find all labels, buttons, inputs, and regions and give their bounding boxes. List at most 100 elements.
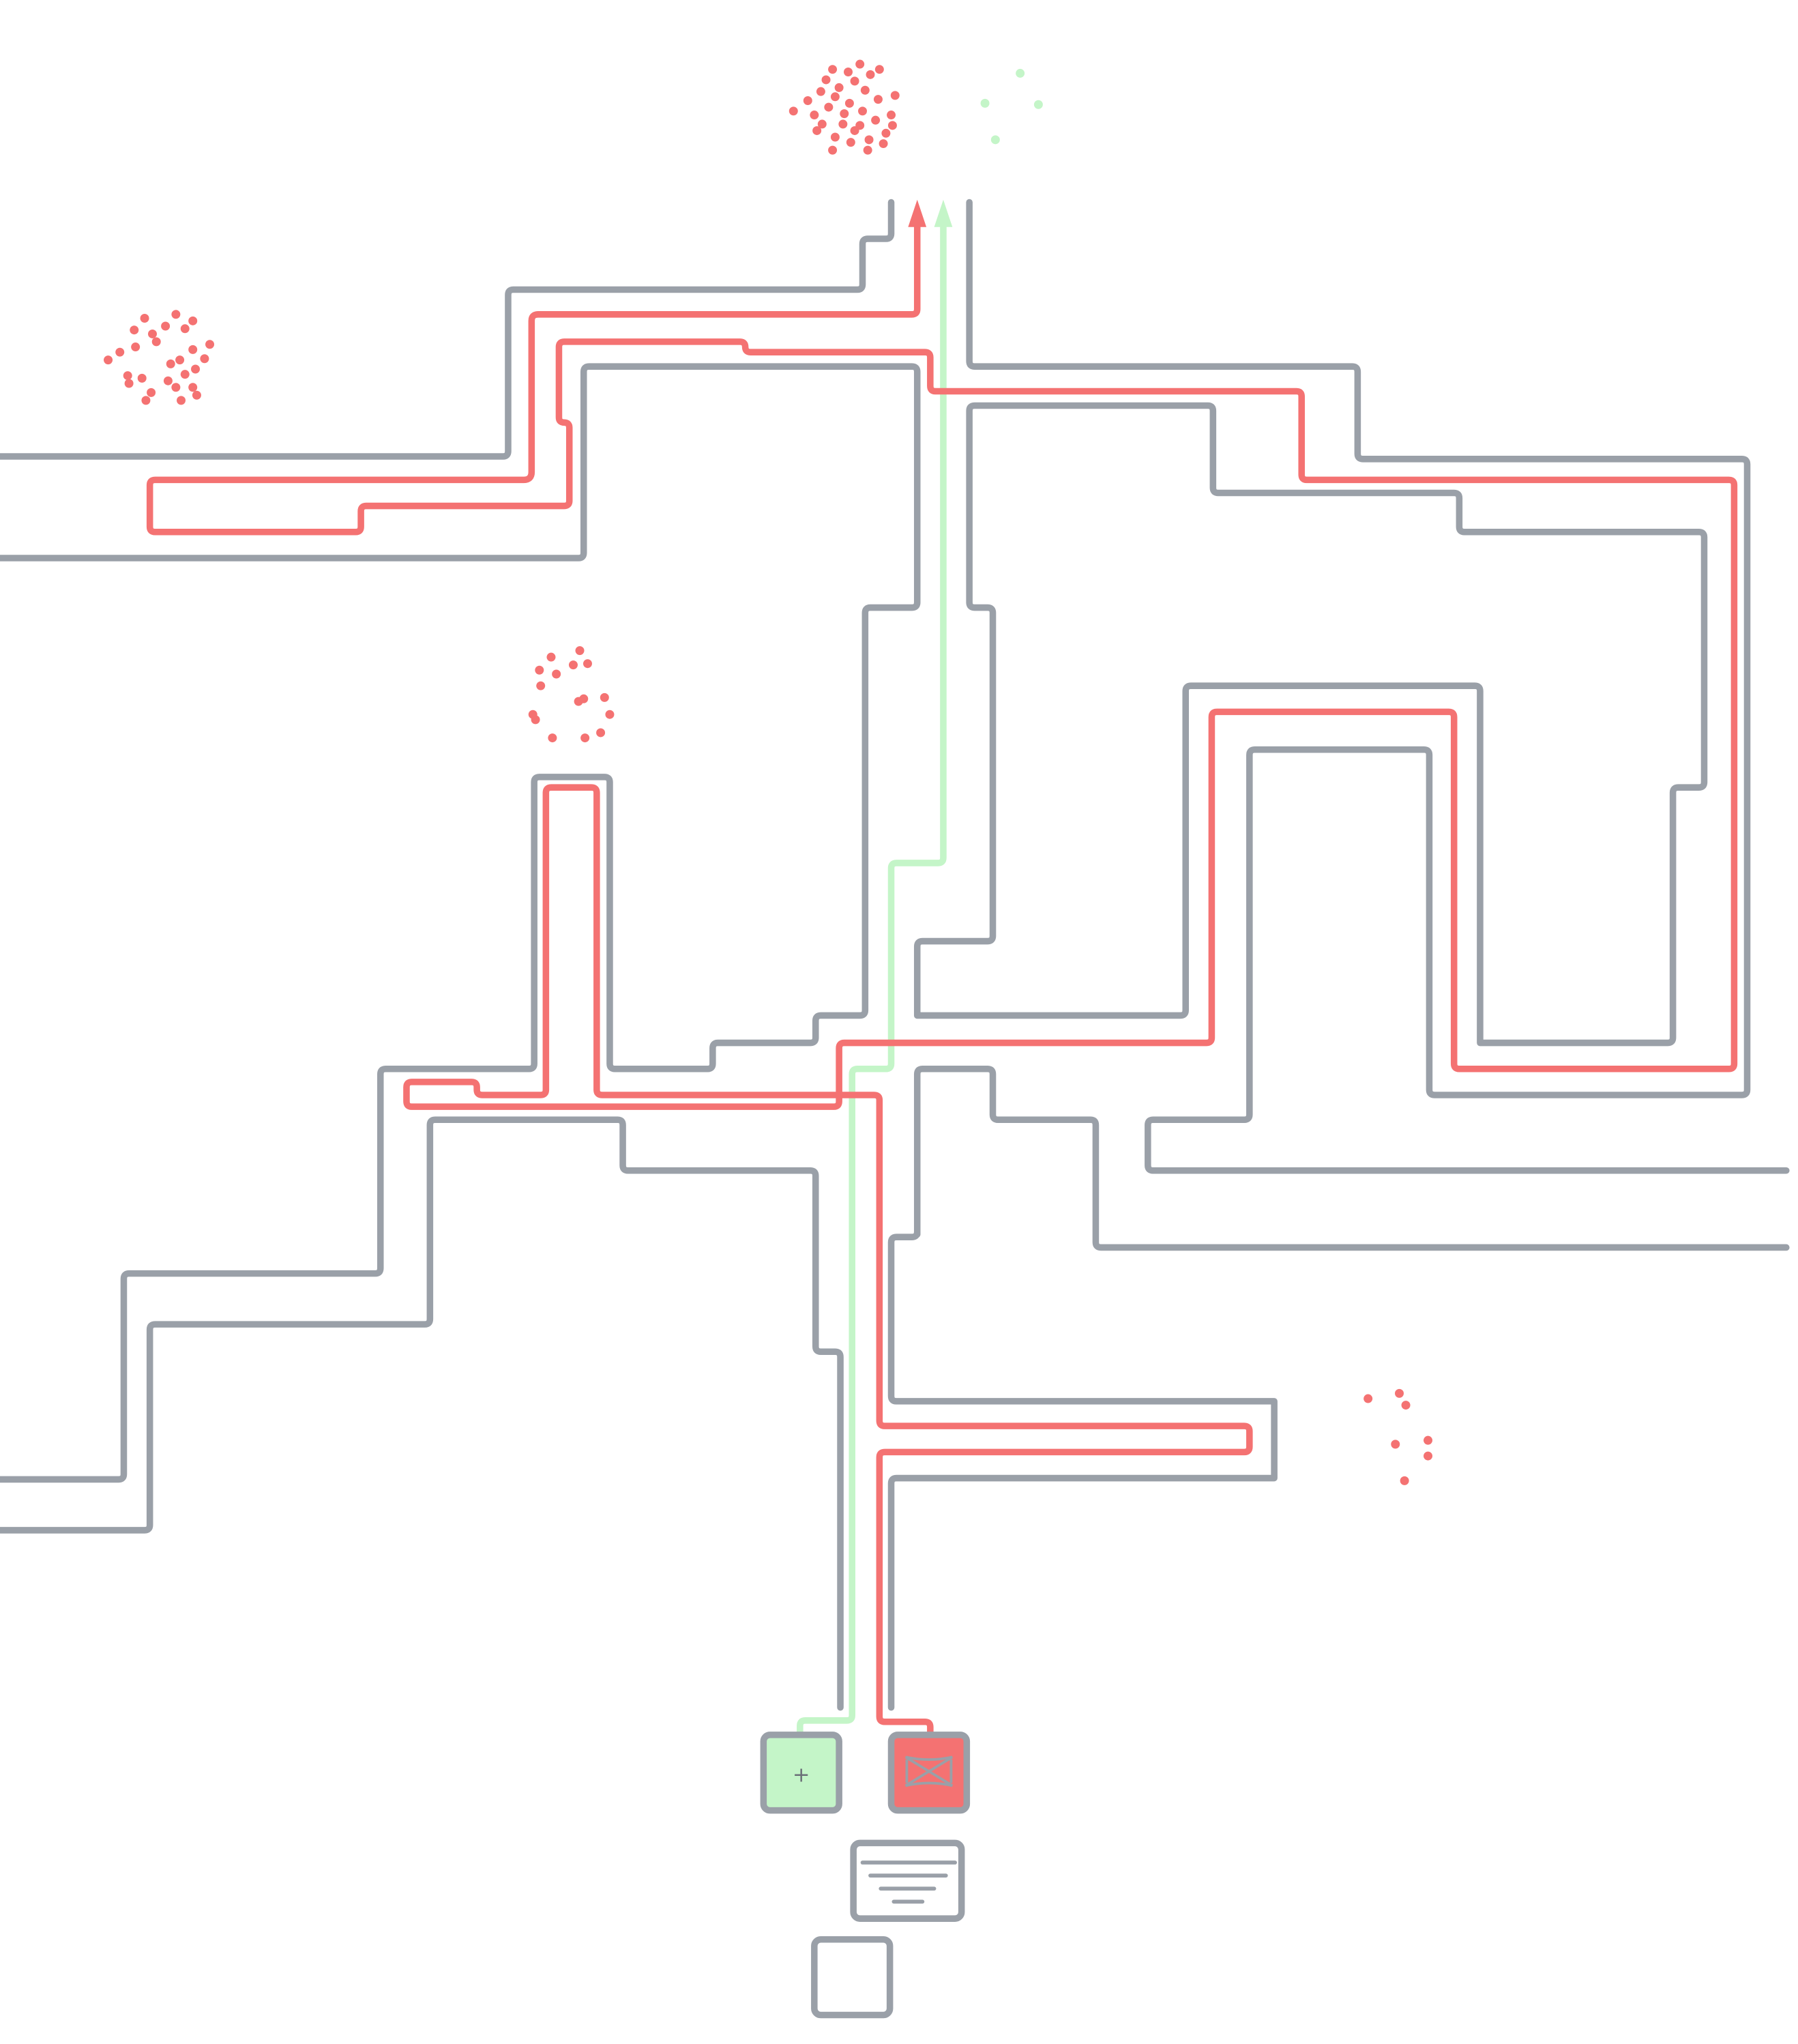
dot bbox=[568, 660, 578, 670]
wall-segment bbox=[913, 402, 1708, 1047]
dot bbox=[810, 111, 819, 120]
dot bbox=[596, 728, 606, 738]
dot bbox=[1033, 100, 1043, 109]
add-green-button[interactable]: + bbox=[760, 1732, 842, 1814]
dot bbox=[1364, 1394, 1373, 1403]
red-action-button[interactable] bbox=[887, 1732, 971, 1814]
dot bbox=[812, 126, 822, 135]
dot bbox=[552, 669, 561, 679]
dot bbox=[180, 370, 190, 379]
route-paths bbox=[146, 218, 1738, 1736]
red-arrowhead bbox=[908, 199, 927, 227]
green-dot-cluster-goal bbox=[980, 68, 1043, 145]
wall-segment bbox=[913, 1065, 1790, 1251]
dot bbox=[583, 659, 592, 669]
dot bbox=[131, 342, 141, 352]
dot bbox=[130, 325, 139, 335]
dot bbox=[123, 371, 132, 381]
dot bbox=[163, 376, 173, 385]
dot bbox=[850, 126, 859, 135]
dot bbox=[1401, 1401, 1411, 1410]
dot bbox=[828, 145, 838, 155]
dot bbox=[874, 65, 884, 74]
wall-segment bbox=[966, 199, 1790, 1174]
dot bbox=[1400, 1476, 1409, 1485]
wall-segment bbox=[0, 363, 921, 1483]
dot bbox=[180, 324, 190, 334]
dot bbox=[1391, 1440, 1400, 1449]
dot bbox=[192, 390, 201, 400]
dot bbox=[124, 379, 134, 388]
dot bbox=[600, 692, 609, 702]
dot bbox=[188, 345, 198, 354]
dot bbox=[830, 92, 840, 102]
dot bbox=[104, 355, 113, 365]
dot bbox=[887, 111, 896, 120]
dot bbox=[846, 138, 855, 147]
wall-segment bbox=[887, 1228, 1278, 1711]
dot bbox=[175, 355, 185, 365]
dot bbox=[860, 85, 870, 95]
dot bbox=[817, 119, 827, 129]
dot bbox=[838, 119, 848, 129]
dot bbox=[137, 373, 147, 383]
red-route bbox=[146, 218, 1738, 1736]
dot bbox=[830, 132, 840, 142]
dot bbox=[205, 340, 215, 349]
red-dot-cluster-middle bbox=[528, 646, 615, 743]
red-dot-cluster-right bbox=[1364, 1388, 1433, 1485]
dot bbox=[980, 98, 990, 108]
dot bbox=[147, 388, 156, 397]
dot bbox=[580, 733, 590, 743]
dot bbox=[546, 652, 556, 662]
dot bbox=[828, 65, 838, 74]
dot bbox=[821, 75, 831, 85]
dot bbox=[140, 314, 149, 323]
empty-button[interactable] bbox=[811, 1936, 894, 2019]
dot bbox=[1424, 1435, 1433, 1445]
dot bbox=[579, 694, 589, 703]
dot bbox=[887, 121, 897, 130]
dot bbox=[188, 383, 198, 392]
dot bbox=[605, 710, 615, 719]
dot bbox=[873, 95, 883, 104]
dot bbox=[990, 135, 1000, 145]
dot bbox=[531, 715, 540, 725]
green-arrowhead bbox=[934, 199, 953, 227]
dot bbox=[151, 337, 161, 347]
dot bbox=[864, 135, 874, 145]
dot bbox=[863, 145, 872, 155]
dot bbox=[1424, 1451, 1433, 1461]
lines-icon bbox=[860, 1860, 958, 1904]
dot bbox=[844, 68, 853, 76]
dot bbox=[855, 59, 865, 69]
dot bbox=[834, 83, 844, 92]
dot bbox=[840, 109, 849, 119]
menu-button[interactable] bbox=[850, 1839, 965, 1922]
dot bbox=[824, 102, 834, 112]
dot bbox=[844, 98, 854, 108]
dot bbox=[548, 733, 557, 743]
dot bbox=[866, 70, 875, 79]
dot bbox=[575, 646, 585, 656]
dot bbox=[166, 359, 175, 368]
cross-hatch-icon bbox=[904, 1755, 954, 1787]
dot bbox=[879, 139, 888, 149]
plus-icon: + bbox=[793, 1764, 810, 1787]
maze-walls bbox=[0, 199, 1790, 1711]
arrowheads bbox=[908, 199, 953, 227]
dot bbox=[816, 87, 825, 96]
dot bbox=[171, 310, 181, 319]
dot bbox=[881, 128, 891, 138]
red-dot-cluster-goal bbox=[789, 59, 900, 155]
dot bbox=[191, 364, 201, 374]
wall-segment bbox=[0, 1116, 844, 1711]
dot bbox=[803, 96, 812, 106]
dot bbox=[890, 91, 900, 100]
dot bbox=[188, 316, 198, 325]
dot bbox=[850, 76, 859, 86]
dot bbox=[1395, 1388, 1404, 1398]
wall-segment bbox=[0, 199, 895, 460]
dot bbox=[871, 115, 881, 125]
